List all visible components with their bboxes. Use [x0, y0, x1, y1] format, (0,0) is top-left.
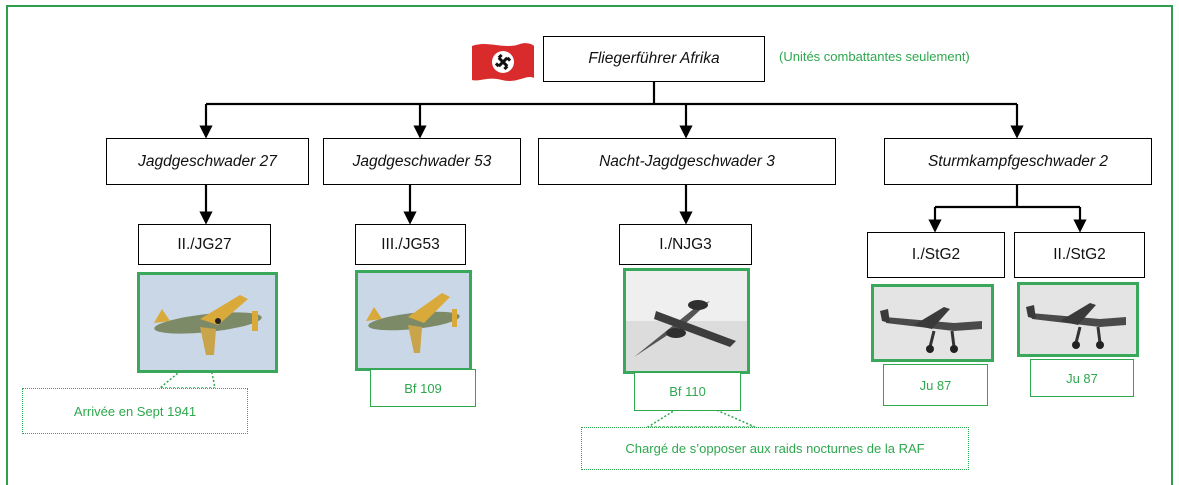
group-box: I./NJG3: [619, 224, 752, 265]
bf109-photo: [355, 270, 472, 371]
aircraft-label: Ju 87: [883, 364, 988, 406]
njg3-role-callout: Chargé de s’opposer aux raids nocturnes …: [581, 427, 969, 470]
group-label: II./StG2: [1053, 246, 1106, 263]
flag-icon: [470, 40, 536, 89]
wing-box: Jagdgeschwader 27: [106, 138, 309, 185]
jg27-arrival-callout: Arrivée en Sept 1941: [22, 388, 248, 434]
group-box: II./JG27: [138, 224, 271, 265]
top-command-box: Fliegerführer Afrika: [543, 36, 765, 82]
wing-box: Jagdgeschwader 53: [323, 138, 521, 185]
group-box: I./StG2: [867, 232, 1005, 278]
wing-label: Sturmkampfgeschwader 2: [927, 152, 1109, 170]
group-box: III./JG53: [355, 224, 466, 265]
wing-label: Jagdgeschwader 53: [352, 152, 492, 170]
ju87-photo: [1017, 282, 1139, 357]
wing-label: Jagdgeschwader 27: [138, 152, 277, 170]
wing-box: Sturmkampfgeschwader 2: [884, 138, 1152, 185]
wing-label: Nacht-Jagdgeschwader 3: [599, 152, 775, 170]
bf109-photo: [137, 272, 278, 373]
scope-note: (Unités combattantes seulement): [779, 49, 970, 64]
group-label: II./JG27: [177, 235, 232, 253]
aircraft-label: Bf 110: [634, 372, 741, 411]
top-command-label: Fliegerführer Afrika: [588, 50, 720, 67]
diagram-frame: [6, 5, 1173, 485]
wing-box: Nacht-Jagdgeschwader 3: [538, 138, 836, 185]
aircraft-label: Bf 109: [370, 369, 476, 407]
aircraft-label: Ju 87: [1030, 359, 1134, 397]
group-label: I./NJG3: [659, 235, 712, 253]
group-label: I./StG2: [911, 246, 961, 263]
ju87-photo: [871, 284, 994, 362]
group-box: II./StG2: [1014, 232, 1145, 278]
bf110-photo: [623, 268, 750, 374]
group-label: III./JG53: [381, 235, 440, 253]
